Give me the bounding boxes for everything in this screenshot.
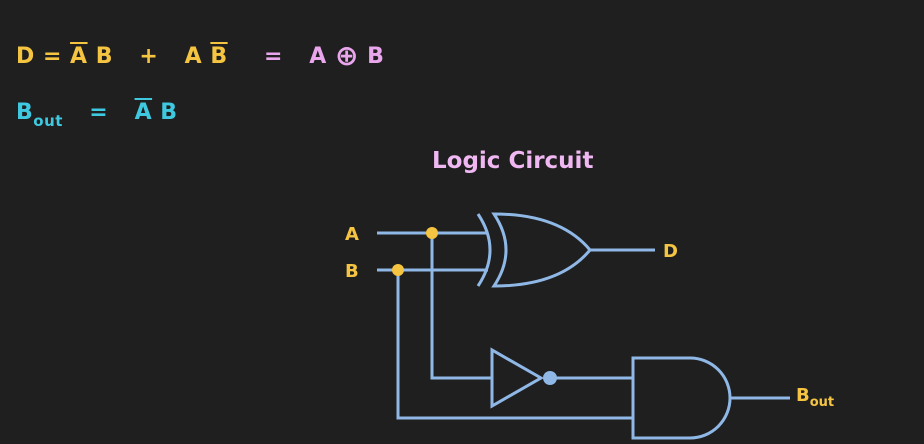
output-d-label: D (663, 241, 678, 262)
input-a-label: A (345, 224, 359, 245)
eq-d-plus: + (139, 44, 159, 69)
input-b-label: B (345, 261, 359, 282)
xor-symbol: ⊕ (334, 39, 359, 72)
equation-d: D = A B + A B = A ⊕ B (16, 37, 385, 72)
wire-b-branch (396, 270, 633, 420)
output-bout-sub: out (810, 395, 834, 410)
eq-d-term2-a: A (184, 44, 203, 69)
not-gate (490, 347, 633, 409)
eq-d-term1-b: B (95, 44, 114, 69)
xor-gate-extra-arc (476, 213, 492, 287)
eq-d-xor-b: B (367, 44, 385, 69)
eq-d-equals-2: = (263, 44, 283, 69)
eq-bout-equals: = (89, 100, 109, 125)
eq-d-term1-a-bar: A (70, 44, 88, 69)
xor-gate-body (491, 212, 592, 288)
eq-bout-b: B (160, 100, 178, 125)
wire-a-branch (430, 233, 492, 380)
eq-d-xor-a: A (309, 44, 327, 69)
not-gate-body (490, 347, 545, 409)
equation-bout: Bout = A B (16, 100, 178, 130)
not-bubble (543, 371, 557, 385)
eq-bout-lhs-sub: out (33, 112, 63, 130)
diagram-title: Logic Circuit (432, 148, 594, 174)
eq-bout-lhs: B (16, 100, 34, 125)
xor-gate (476, 212, 592, 288)
eq-d-equals: = (42, 44, 62, 69)
and-gate (631, 356, 732, 440)
eq-d-lhs: D (16, 44, 35, 69)
output-bout-label: Bout (796, 385, 834, 410)
junction-a (426, 227, 438, 239)
output-bout-main: B (796, 385, 810, 406)
eq-bout-a-bar: A (134, 100, 153, 125)
junction-b (392, 264, 404, 276)
and-gate-body (631, 356, 732, 440)
eq-d-term2-b-bar: B (210, 44, 228, 69)
